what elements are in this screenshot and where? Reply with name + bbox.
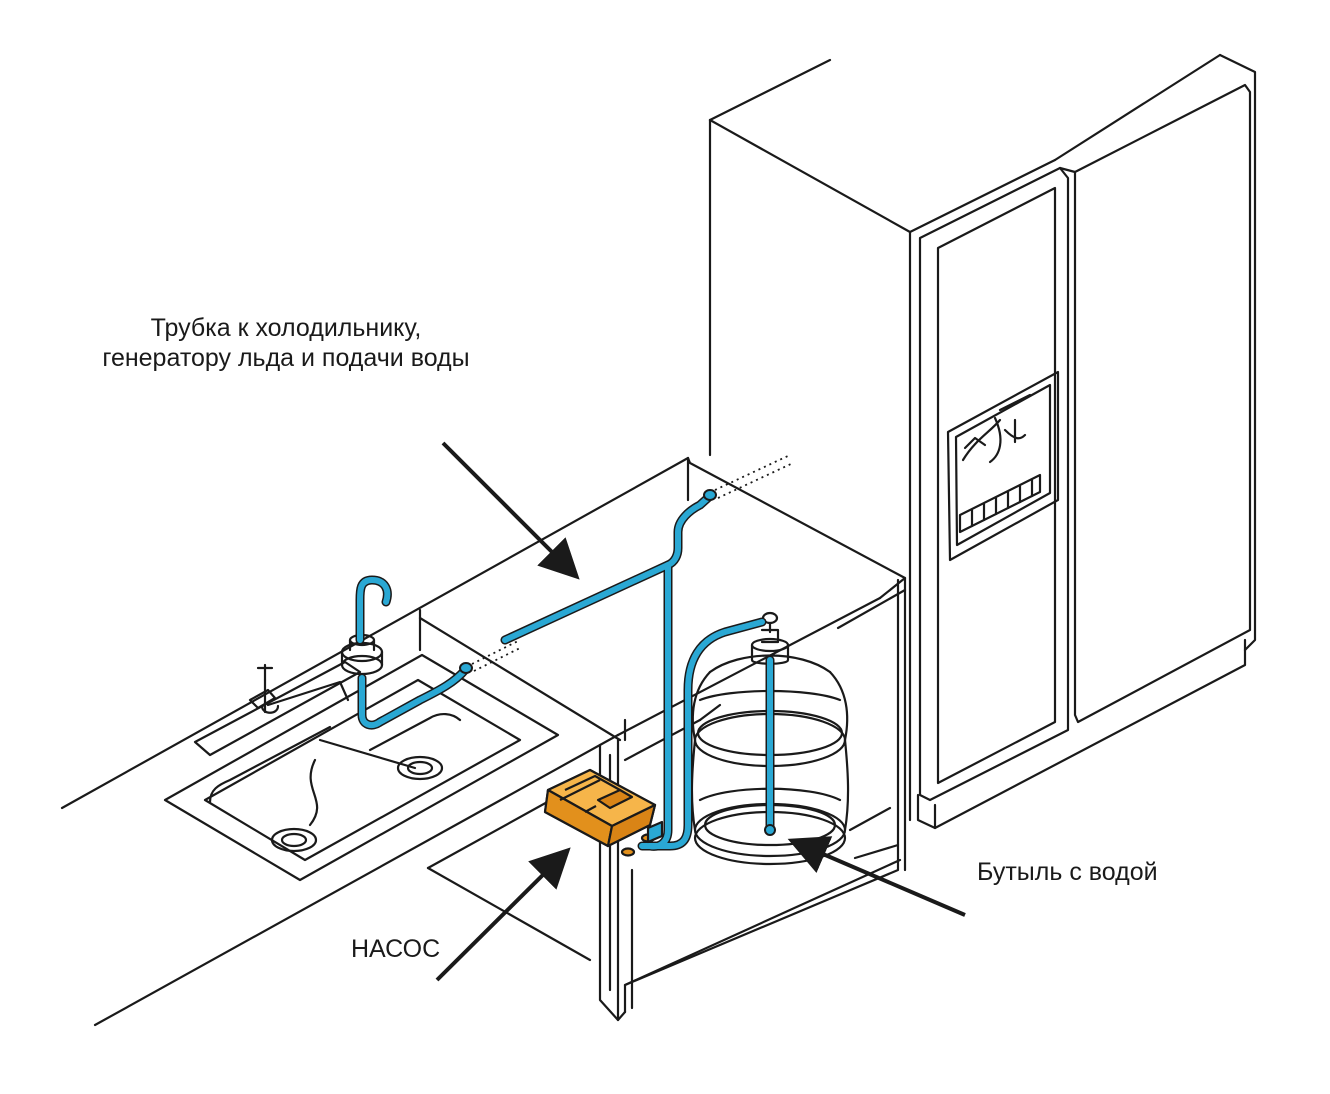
tube-label-line1: Трубка к холодильнику, — [150, 314, 422, 342]
bottle-label: Бутыль с водой — [977, 858, 1158, 886]
arrow-bottle — [787, 836, 966, 917]
arrow-tube — [441, 441, 580, 580]
hidden-tube-lines — [471, 454, 794, 672]
tube-label: Трубка к холодильнику, генератору льда и… — [96, 313, 476, 373]
arrow-pump — [435, 847, 571, 982]
pointer-arrows — [435, 441, 966, 982]
tube-label-line2: генератору льда и подачи воды — [102, 344, 470, 372]
pump — [543, 768, 664, 857]
refrigerator — [708, 53, 1257, 830]
kitchen-counter — [60, 456, 907, 1027]
sink — [163, 633, 560, 882]
water-tube — [355, 489, 776, 851]
pump-label: НАСОС — [351, 935, 441, 963]
